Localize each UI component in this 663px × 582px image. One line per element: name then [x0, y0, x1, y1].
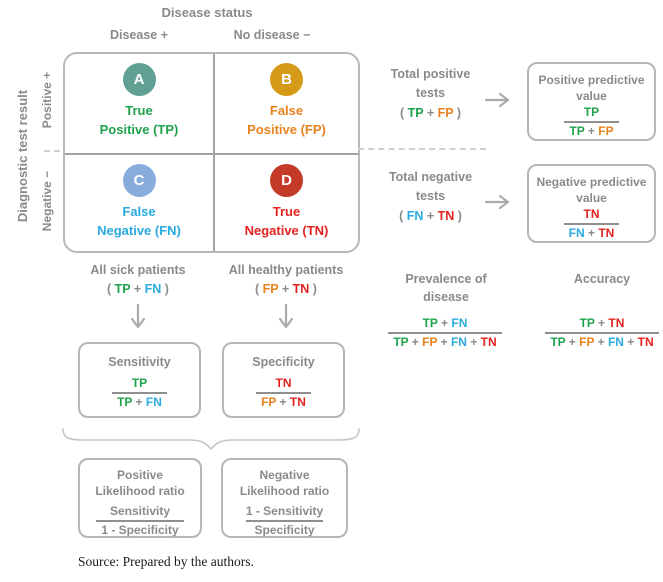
npv-denominator: FN + TN — [563, 223, 620, 241]
axis-title-diagnostic-test-result: Diagnostic test result — [15, 89, 30, 223]
specificity-denominator: FP + TN — [256, 392, 311, 410]
nlr-fraction: 1 - Sensitivity Specificity — [245, 504, 324, 538]
cell-c-line1: False — [122, 204, 156, 219]
ppv-title-line1: Positive predictive — [538, 73, 645, 87]
all-healthy-label: All healthy patients — [228, 263, 344, 277]
cell-b-line1: False — [269, 103, 304, 118]
total-negative-line1: Total negative — [388, 170, 473, 184]
cell-a-badge: A — [122, 63, 156, 96]
cell-false-negative: C False Negative (FN) — [65, 155, 213, 260]
positive-likelihood-ratio-box: Positive Likelihood ratio Sensitivity 1 … — [78, 458, 202, 538]
total-positive-line1: Total positive — [390, 67, 471, 81]
sensitivity-fraction: TP TP + FN — [112, 376, 167, 410]
cell-false-positive: B False Positive (FP) — [215, 54, 358, 162]
col-header-disease: Disease + — [109, 28, 169, 42]
cell-b-line2: Positive (FP) — [247, 122, 326, 137]
nlr-numerator: 1 - Sensitivity — [245, 504, 324, 518]
negative-likelihood-ratio-box: Negative Likelihood ratio 1 - Sensitivit… — [221, 458, 348, 538]
total-positive-line2: tests — [415, 86, 446, 100]
divider-dash-left — [44, 150, 60, 152]
all-sick-formula: ( TP + FN ) — [107, 282, 169, 296]
prevalence-fraction: TP + FN TP + FP + FN + TN — [382, 316, 508, 351]
sensitivity-title: Sensitivity — [108, 355, 171, 369]
prevalence-denominator: TP + FP + FN + TN — [388, 332, 502, 350]
plr-numerator: Sensitivity — [109, 504, 171, 518]
arrow-right-icon — [484, 92, 510, 108]
total-positive-formula: ( TP + FP ) — [399, 106, 462, 120]
confusion-matrix: A True Positive (TP) B False Positive (F… — [63, 52, 360, 253]
plr-title-line2: Likelihood ratio — [95, 484, 185, 498]
npv-fraction: TN FN + TN — [563, 207, 620, 241]
npv-title-line1: Negative predictive — [536, 175, 647, 189]
arrow-right-icon — [484, 194, 510, 210]
plr-title-line1: Positive — [116, 468, 164, 482]
npv-title-line2: value — [576, 191, 607, 205]
all-sick-patients: All sick patients ( TP + FN ) — [73, 263, 203, 296]
specificity-numerator: TN — [275, 376, 292, 390]
nlr-denominator: Specificity — [245, 520, 324, 538]
prevalence-label: Prevalence of disease — [386, 270, 506, 306]
sensitivity-denominator: TP + FN — [112, 392, 167, 410]
col-header-no-disease: No disease − — [233, 28, 311, 42]
plr-fraction: Sensitivity 1 - Specificity — [96, 504, 184, 538]
cell-d-line2: Negative (TN) — [244, 223, 329, 238]
total-positive-tests: Total positive tests ( TP + FP ) — [378, 65, 483, 120]
sensitivity-box: Sensitivity TP TP + FN — [78, 342, 201, 418]
all-healthy-patients: All healthy patients ( FP + TN ) — [221, 263, 351, 296]
disease-status-title: Disease status — [161, 5, 253, 20]
cell-a-line2: Positive (TP) — [99, 122, 179, 137]
cell-true-negative: D True Negative (TN) — [215, 155, 358, 260]
source-caption: Source: Prepared by the authors. — [78, 554, 254, 569]
accuracy-fraction: TP + TN TP + FP + FN + TN — [540, 316, 663, 351]
brace-icon — [62, 428, 360, 451]
accuracy-denominator: TP + FP + FN + TN — [545, 332, 659, 350]
total-negative-tests: Total negative tests ( FN + TN ) — [378, 168, 483, 223]
total-negative-formula: ( FN + TN ) — [399, 209, 462, 223]
accuracy-label: Accuracy — [573, 272, 631, 286]
prevalence-numerator: TP + FN — [422, 316, 468, 330]
arrow-down-icon — [130, 303, 146, 329]
plr-denominator: 1 - Specificity — [96, 520, 184, 538]
matrix-horizontal-divider — [65, 153, 358, 155]
matrix-vertical-divider — [213, 54, 215, 251]
row-header-negative: Negative − — [40, 170, 54, 232]
ppv-title-line2: value — [576, 89, 607, 103]
nlr-title-line2: Likelihood ratio — [239, 484, 330, 498]
npv-numerator: TN — [583, 207, 600, 221]
ppv-fraction: TP TP + FP — [564, 105, 619, 139]
cell-d-line1: True — [272, 204, 301, 219]
specificity-box: Specificity TN FP + TN — [222, 342, 345, 418]
cell-a-line1: True — [125, 103, 153, 118]
cell-c-line2: Negative (FN) — [97, 223, 181, 238]
arrow-down-icon — [278, 303, 294, 329]
accuracy-numerator: TP + TN — [579, 316, 625, 330]
npv-box: Negative predictive value TN FN + TN — [527, 164, 656, 243]
cell-b-badge: B — [270, 63, 303, 96]
specificity-fraction: TN FP + TN — [256, 376, 311, 410]
row-header-positive: Positive + — [40, 71, 54, 129]
ppv-numerator: TP — [583, 105, 600, 119]
ppv-box: Positive predictive value TP TP + FP — [527, 62, 656, 141]
cell-c-badge: C — [122, 164, 156, 197]
prevalence-title-line2: disease — [423, 290, 469, 304]
cell-true-positive: A True Positive (TP) — [65, 54, 213, 162]
total-negative-line2: tests — [415, 189, 446, 203]
sensitivity-numerator: TP — [131, 376, 148, 390]
all-sick-label: All sick patients — [90, 263, 186, 277]
cell-d-badge: D — [270, 164, 303, 197]
ppv-denominator: TP + FP — [564, 121, 619, 139]
prevalence-title-line1: Prevalence of — [405, 272, 487, 286]
divider-dash-middle — [358, 148, 486, 150]
nlr-title-line1: Negative — [259, 468, 310, 482]
specificity-title: Specificity — [252, 355, 315, 369]
all-healthy-formula: ( FP + TN ) — [255, 282, 317, 296]
